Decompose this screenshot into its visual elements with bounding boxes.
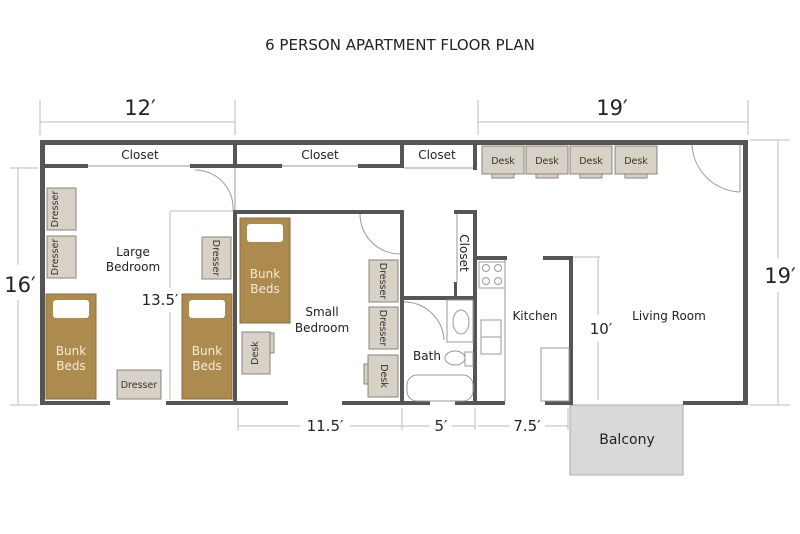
dimension-top-left: 12′ — [124, 96, 156, 120]
dresser: Dresser — [368, 306, 399, 350]
svg-text:Desk: Desk — [535, 156, 559, 167]
walls — [40, 140, 748, 405]
bunk-beds-2: Bunk Beds — [181, 293, 233, 400]
desk: Desk — [241, 331, 275, 375]
plan-title: 6 PERSON APARTMENT FLOOR PLAN — [265, 36, 535, 54]
dimension-right: 19′ — [764, 264, 796, 288]
bunk-beds-1: Bunk Beds — [45, 293, 97, 400]
svg-text:Bunk: Bunk — [192, 344, 222, 358]
desk: Desk — [614, 145, 658, 179]
closet-label-2: Closet — [301, 148, 339, 162]
svg-text:Dresser: Dresser — [50, 191, 61, 228]
kitchen-label: Kitchen — [512, 309, 557, 323]
dresser: Dresser — [46, 235, 77, 279]
dimension-large-bedroom: 13.5′ — [142, 291, 179, 309]
dimension-small-bedroom: 11.5′ — [307, 417, 344, 435]
closet-label-1: Closet — [121, 148, 159, 162]
svg-text:Desk: Desk — [250, 341, 261, 365]
svg-text:Beds: Beds — [192, 359, 221, 373]
large-bedroom-label-2: Bedroom — [106, 260, 160, 274]
desk: Desk — [363, 354, 399, 398]
dimension-living-room: 10′ — [590, 320, 613, 338]
closet-label-4: Closet — [457, 234, 471, 272]
bath-label: Bath — [413, 349, 441, 363]
svg-text:Dresser: Dresser — [210, 240, 221, 277]
small-bedroom-label-1: Small — [305, 305, 338, 319]
dimension-lines — [10, 100, 790, 430]
svg-text:Dresser: Dresser — [121, 380, 158, 391]
svg-text:Bunk: Bunk — [250, 267, 280, 281]
svg-text:Beds: Beds — [56, 359, 85, 373]
svg-text:Desk: Desk — [579, 156, 603, 167]
dresser: Dresser — [116, 369, 162, 400]
desk: Desk — [481, 145, 525, 179]
dimension-left: 16′ — [4, 273, 36, 297]
svg-text:Desk: Desk — [624, 156, 648, 167]
dimension-bath: 5′ — [435, 417, 449, 435]
dresser: Dresser — [46, 187, 77, 231]
living-room-label: Living Room — [632, 309, 706, 323]
doors-and-fixtures — [88, 144, 741, 402]
dimension-kitchen: 7.5′ — [513, 417, 541, 435]
svg-text:Desk: Desk — [491, 156, 515, 167]
desk: Desk — [525, 145, 569, 179]
bunk-beds-3: Bunk Beds — [239, 217, 291, 324]
svg-text:Dresser: Dresser — [377, 310, 388, 347]
desk: Desk — [569, 145, 613, 179]
balcony-label: Balcony — [599, 432, 655, 448]
balcony — [569, 404, 684, 476]
svg-text:Dresser: Dresser — [50, 239, 61, 276]
svg-text:Desk: Desk — [378, 364, 389, 388]
closet-label-3: Closet — [418, 148, 456, 162]
small-bedroom-label-2: Bedroom — [295, 321, 349, 335]
dresser: Dresser — [201, 236, 232, 280]
svg-text:Bunk: Bunk — [56, 344, 86, 358]
svg-text:Dresser: Dresser — [377, 263, 388, 300]
dimension-top-right: 19′ — [596, 96, 628, 120]
large-bedroom-label-1: Large — [116, 245, 150, 259]
svg-text:Beds: Beds — [250, 282, 279, 296]
dresser: Dresser — [368, 259, 399, 303]
